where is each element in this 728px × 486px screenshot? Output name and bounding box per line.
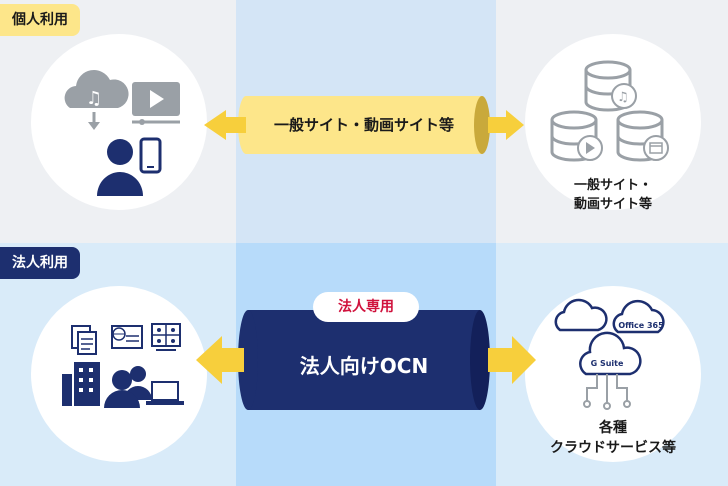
g-suite-cloud-icon: G Suite: [579, 331, 642, 376]
video-conference-icon: [151, 323, 181, 351]
office-365-cloud-icon: Office 365: [612, 299, 665, 334]
corporate-right-arrow-icon: [488, 336, 536, 384]
office-building-icon: [62, 362, 100, 406]
personal-use-tag: 個人利用: [0, 4, 80, 36]
personal-dest-caption-1: 一般サイト・: [573, 178, 652, 193]
personal-pipe: [238, 96, 490, 154]
personal-right-arrow-icon: [488, 110, 524, 140]
corporate-pipe: [238, 310, 490, 410]
network-connector-icon: [583, 374, 631, 410]
database-music-icon: ♫: [584, 60, 637, 112]
personal-pipe-label: 一般サイト・動画サイト等: [273, 116, 454, 134]
documents-icon: [71, 325, 97, 355]
database-web-icon: [616, 110, 669, 162]
office-365-label: Office 365: [618, 321, 664, 330]
personal-dest-caption-2: 動画サイト等: [573, 197, 652, 212]
cloud-music-download-icon: ♫: [64, 70, 129, 130]
corporate-use-tag: 法人利用: [0, 247, 80, 279]
group-users-icon: [104, 366, 152, 408]
database-video-icon: [550, 110, 603, 162]
smartphone-icon: [139, 137, 162, 174]
web-browser-icon: [111, 325, 143, 349]
personal-left-arrow-icon: [204, 110, 246, 140]
laptop-icon: [146, 381, 184, 405]
corporate-dest-caption-2: クラウドサービス等: [550, 440, 676, 456]
corporate-only-badge: 法人専用: [313, 292, 419, 322]
cloud-icon: [554, 298, 608, 332]
corporate-pipe-label: 法人向けOCN: [299, 354, 429, 378]
video-player-icon: [132, 82, 180, 125]
corporate-left-arrow-icon: [196, 336, 244, 384]
svg-text:♫: ♫: [617, 90, 629, 105]
svg-text:♫: ♫: [86, 88, 102, 109]
g-suite-label: G Suite: [591, 359, 624, 368]
person-icon: [97, 139, 143, 196]
corporate-dest-caption-1: 各種: [599, 420, 627, 436]
